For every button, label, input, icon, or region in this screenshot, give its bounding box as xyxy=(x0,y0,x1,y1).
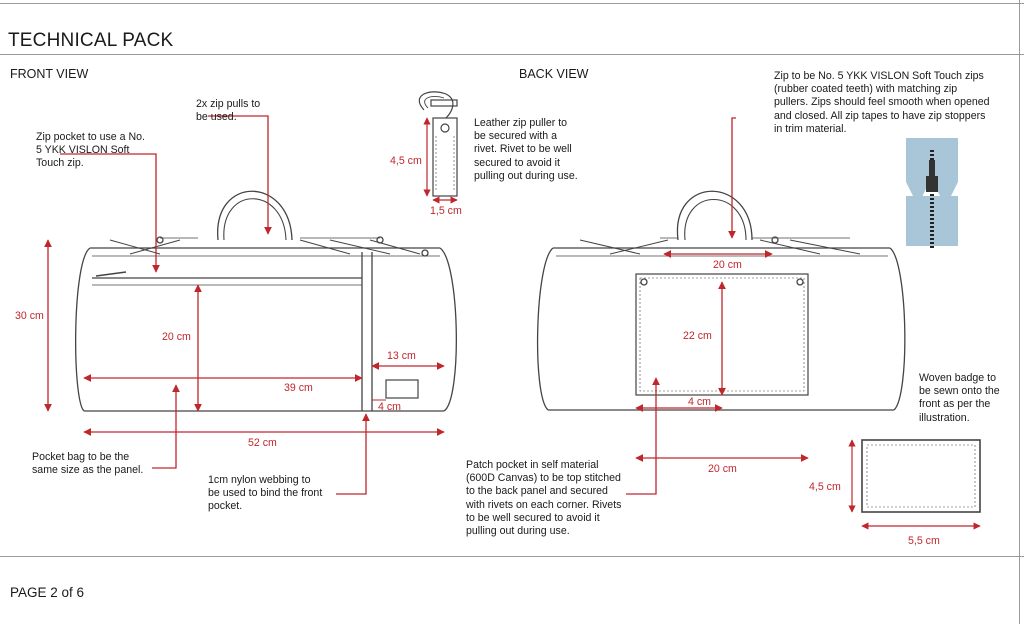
front-height-dim: 30 cm xyxy=(15,310,44,322)
front-badge-offset-dim: 4 cm xyxy=(378,401,401,413)
front-side-panel-dim: 13 cm xyxy=(387,350,416,362)
front-pocket-height-dim: 20 cm xyxy=(162,331,191,343)
page-title: TECHNICAL PACK xyxy=(8,30,174,51)
back-pocket-offset-dim: 4 cm xyxy=(688,396,711,408)
puller-width-dim: 1,5 cm xyxy=(430,205,462,217)
right-border xyxy=(1019,0,1020,624)
pocket-bag-note: Pocket bag to be the same size as the pa… xyxy=(32,451,144,477)
badge-width-dim: 5,5 cm xyxy=(908,535,940,547)
front-width-dim: 52 cm xyxy=(248,437,277,449)
back-bag xyxy=(536,190,906,411)
badge-dimensions xyxy=(848,439,981,530)
back-pocket-height-dim: 22 cm xyxy=(683,330,712,342)
zip-pocket-note: Zip pocket to use a No. 5 YKK VISLON Sof… xyxy=(36,131,145,170)
back-dimensions xyxy=(626,117,809,495)
badge-note: Woven badge to be sewn onto the front as… xyxy=(919,372,1000,424)
webbing-note: 1cm nylon webbing to be used to bind the… xyxy=(208,474,323,513)
back-pocket-width-dim: 20 cm xyxy=(708,463,737,475)
badge-height-dim: 4,5 cm xyxy=(809,481,841,493)
footer-divider xyxy=(0,556,1024,557)
front-dimensions xyxy=(44,115,445,495)
front-view-label: FRONT VIEW xyxy=(10,67,89,81)
zip-pulls-note: 2x zip pulls to be used. xyxy=(196,98,261,124)
back-zip-dim: 20 cm xyxy=(713,259,742,271)
zip-spec-note: Zip to be No. 5 YKK VISLON Soft Touch zi… xyxy=(774,70,990,135)
puller-dimensions xyxy=(423,117,458,204)
title-divider xyxy=(0,54,1024,55)
front-pocket-width-dim: 39 cm xyxy=(284,382,313,394)
back-view-label: BACK VIEW xyxy=(519,67,589,81)
patch-pocket-note: Patch pocket in self material (600D Canv… xyxy=(466,459,622,538)
puller-height-dim: 4,5 cm xyxy=(390,155,422,167)
zip-swatch xyxy=(906,138,958,248)
page-number: PAGE 2 of 6 xyxy=(10,585,85,600)
woven-badge xyxy=(861,439,981,513)
puller-note: Leather zip puller to be secured with a … xyxy=(474,117,578,182)
front-bag xyxy=(75,190,457,412)
zip-puller xyxy=(418,91,458,197)
top-border xyxy=(0,3,1024,4)
